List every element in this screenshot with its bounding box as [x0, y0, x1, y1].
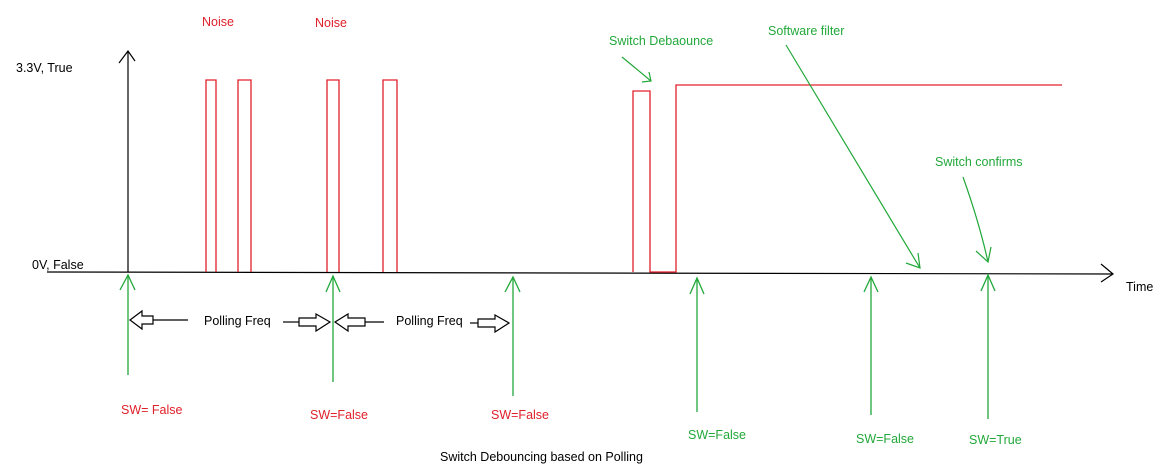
polling-freq-label: Polling Freq [204, 314, 271, 328]
y-axis-arrowhead [118, 49, 136, 64]
sw-state-label: SW=False [310, 408, 368, 422]
sample-arrow [689, 276, 705, 412]
x-axis-arrowhead [1100, 263, 1115, 283]
switch-confirms-label: Switch confirms [935, 155, 1023, 169]
x-axis [46, 271, 1113, 275]
axes [46, 49, 1115, 283]
noise-pulse [237, 79, 252, 272]
noise-pulse [326, 79, 340, 272]
noise-label: Noise [202, 15, 234, 29]
signal-waveform [205, 79, 1062, 273]
switch-confirms-pointer [962, 176, 992, 264]
switch-debounce-pointer [621, 56, 652, 83]
hollow-arrow-left-icon [333, 312, 366, 333]
switch-debounce-label: Switch Debaounce [609, 34, 713, 48]
x-axis-label: Time [1126, 280, 1153, 294]
annotation-pointers [621, 44, 992, 269]
noise-pulse [382, 79, 398, 272]
debounce-pulse [632, 84, 1062, 273]
noise-label: Noise [315, 16, 347, 30]
hollow-arrow-left-icon [129, 309, 154, 331]
sw-state-label: SW= False [121, 403, 183, 417]
sw-state-label: SW=False [688, 428, 746, 442]
software-filter-pointer [785, 44, 921, 269]
y-top-label: 3.3V, True [16, 61, 73, 75]
sample-arrow [119, 273, 136, 375]
noise-pulse [205, 79, 217, 272]
polling-samples [119, 273, 996, 419]
sample-arrow [863, 275, 879, 415]
y-bottom-label: 0V, False [32, 258, 84, 272]
sw-state-label: SW=False [491, 408, 549, 422]
polling-freq-label: Polling Freq [396, 314, 463, 328]
sw-state-label: SW=False [856, 432, 914, 446]
diagram-caption: Switch Debouncing based on Polling [440, 450, 643, 464]
hollow-arrow-right-icon [477, 313, 511, 334]
sample-arrow [980, 273, 996, 419]
polling-interval [129, 309, 511, 334]
software-filter-label: Software filter [768, 24, 844, 38]
hollow-arrow-right-icon [298, 312, 332, 333]
sample-arrow [504, 275, 521, 396]
sample-arrow [325, 274, 341, 382]
sw-state-label: SW=True [969, 433, 1022, 447]
